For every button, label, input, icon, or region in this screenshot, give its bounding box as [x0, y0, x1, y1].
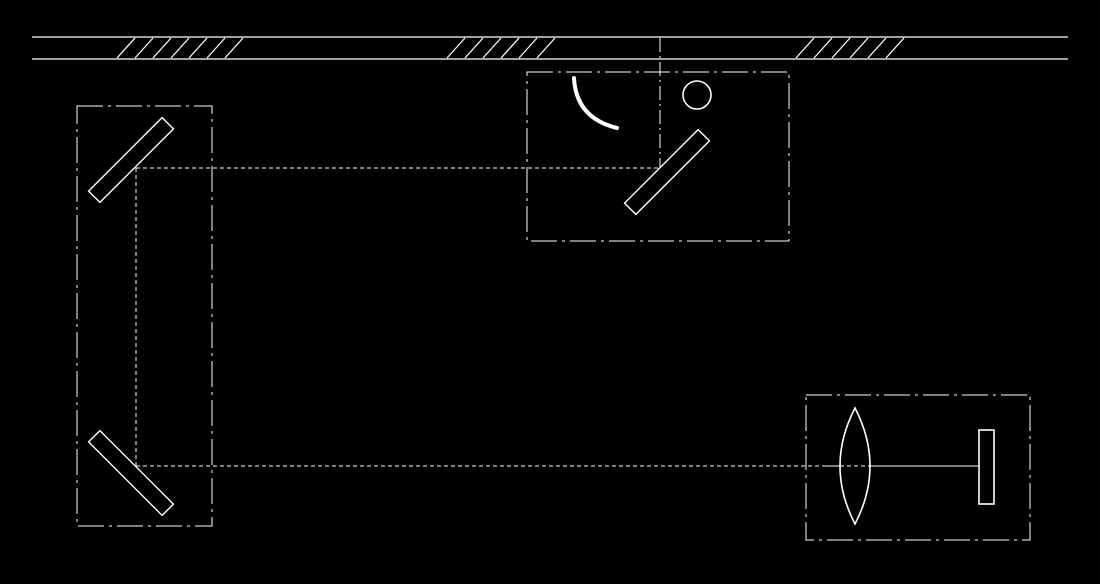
rail-hatch-mark: [885, 37, 905, 59]
upper-left-mirror: [87, 116, 175, 204]
rail-hatch-mark: [116, 37, 136, 59]
top-module-housing: [526, 71, 790, 242]
rail-hatch-mark: [867, 37, 887, 59]
rail-hatch-mark: [831, 37, 851, 59]
rail-hatching: [116, 37, 905, 59]
top-module-mirror: [623, 128, 711, 216]
circular-sensor: [682, 80, 712, 110]
rail-hatch-mark: [464, 37, 484, 59]
lower-left-mirror: [87, 429, 175, 517]
rail-hatch-mark: [206, 37, 226, 59]
target-plate: [978, 429, 995, 505]
rail-hatch-mark: [795, 37, 815, 59]
rail-hatch-mark: [518, 37, 538, 59]
left-housing: [76, 105, 213, 527]
rail-hatch-mark: [134, 37, 154, 59]
rail-hatch-mark: [849, 37, 869, 59]
beam-path: [135, 167, 990, 467]
rail-hatch-mark: [170, 37, 190, 59]
rail-hatch-mark: [188, 37, 208, 59]
rail-hatch-mark: [500, 37, 520, 59]
rail-hatch-mark: [482, 37, 502, 59]
rail-hatch-mark: [446, 37, 466, 59]
rail: [32, 36, 1068, 60]
rail-hatch-mark: [224, 37, 244, 59]
rail-hatch-mark: [813, 37, 833, 59]
rail-hatch-mark: [536, 37, 556, 59]
rail-hatch-mark: [152, 37, 172, 59]
right-module-housing: [805, 394, 1031, 541]
arc-reflector: [572, 76, 619, 130]
